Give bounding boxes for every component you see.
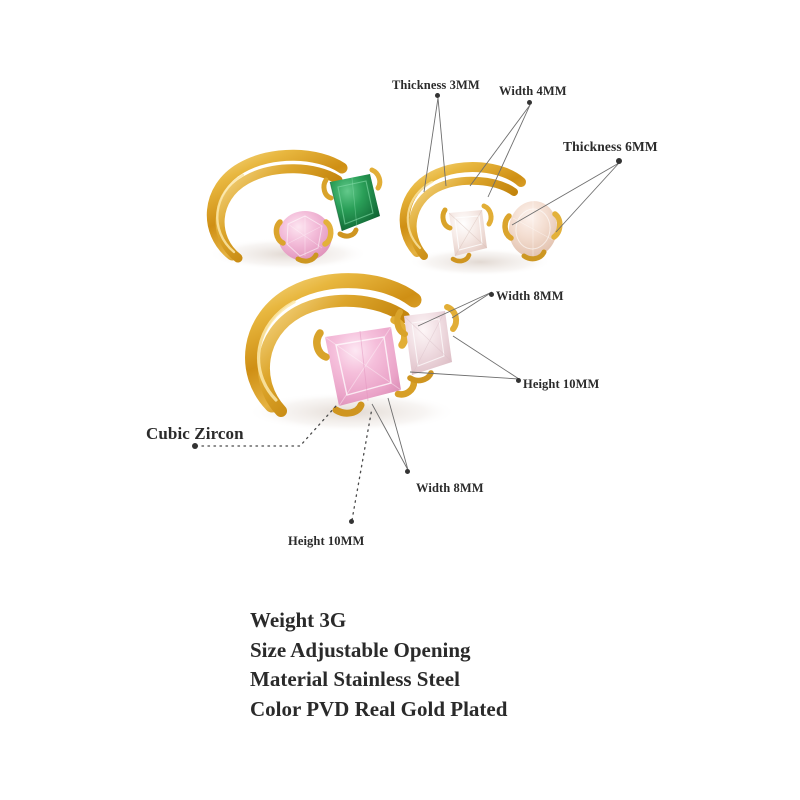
anchor-dot-width-8mm-bottom [405,469,410,474]
anchor-dot-width-4mm [527,100,532,105]
annotation-height-10mm-right: Height 10MM [523,377,600,391]
pink-big-stone [313,316,418,417]
annotation-thickness-6mm: Thickness 6MM [563,139,658,154]
annotation-cubic-zircon: Cubic Zircon [146,424,244,443]
blush-stone [394,304,460,384]
spec-line-weight: Weight 3G [250,608,347,632]
annotation-width-8mm-top: Width 8MM [496,289,564,303]
clear-stone [440,203,494,264]
anchor-dot-width-8mm-top [489,292,494,297]
annotation-width-8mm-bottom: Width 8MM [416,481,484,495]
anchor-dot-height-10mm-right [516,378,521,383]
champagne-stone [502,201,563,262]
ring-bottom-large [245,273,460,432]
pink-stone [273,211,334,264]
anchor-dot-cubic-zircon [192,443,198,449]
anchor-dot-thickness-6mm [616,158,622,164]
annotation-height-10mm-bottom: Height 10MM [288,534,365,548]
spec-line-color: Color PVD Real Gold Plated [250,696,508,721]
specification-list: Weight 3G Size Adjustable Opening Materi… [250,606,507,724]
anchor-dot-thickness-3mm [435,93,440,98]
anchor-dot-height-10mm-bottom [349,519,354,524]
green-stone [321,167,383,239]
spec-line-material: Material Stainless Steel [250,667,460,691]
spec-line-size: Size Adjustable Opening [250,637,471,662]
annotation-thickness-3mm: Thickness 3MM [392,78,480,92]
annotation-width-4mm: Width 4MM [499,84,567,98]
ring-top-left [206,149,383,270]
ring-top-right [399,162,563,276]
